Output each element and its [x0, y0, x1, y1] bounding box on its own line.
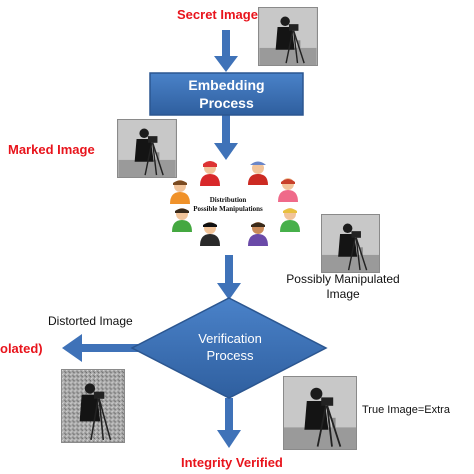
person-icon-red [198, 160, 222, 186]
arrow-distribution-to-verification [217, 255, 241, 300]
cameraman-image [322, 215, 379, 272]
secret-image-photo [259, 8, 317, 65]
verification-label-line2: Process [160, 347, 300, 364]
person-icon-brown-hat [246, 159, 270, 185]
verification-process-label: Verification Process [160, 330, 300, 364]
cameraman-image [259, 8, 317, 65]
cameraman-image [118, 120, 176, 177]
possibly-manipulated-line1: Possibly Manipulated [272, 272, 414, 287]
possibly-manipulated-label: Possibly Manipulated Image [272, 272, 414, 302]
marked-image-photo [118, 120, 176, 177]
true-image-photo [284, 377, 356, 449]
isolated-label: olated) [0, 341, 43, 356]
embedding-process-label: Embedding Process [150, 76, 303, 112]
possibly-manipulated-photo [322, 215, 379, 272]
arrow-verification-to-integrity [217, 398, 241, 448]
person-icon-green-right [278, 206, 302, 232]
distorted-image-photo [62, 370, 124, 442]
verification-label-line1: Verification [160, 330, 300, 347]
cameraman-noisy-image [62, 370, 124, 442]
person-icon-purple [246, 220, 270, 246]
marked-image-label: Marked Image [8, 142, 95, 157]
arrow-embedding-to-distribution [214, 115, 238, 160]
person-icon-pink [276, 176, 300, 202]
arrow-secret-to-embedding [214, 30, 238, 72]
embedding-label-line1: Embedding [150, 76, 303, 94]
distribution-label: Distribution Possible Manipulations [180, 196, 276, 214]
person-icon-dark [198, 220, 222, 246]
possibly-manipulated-line2: Image [272, 287, 414, 302]
integrity-verified-label: Integrity Verified [181, 455, 283, 470]
cameraman-image [284, 377, 356, 449]
distribution-label-line1: Distribution [180, 196, 276, 205]
secret-image-label: Secret Image [177, 7, 258, 22]
distorted-image-label: Distorted Image [48, 314, 133, 328]
embedding-label-line2: Process [150, 94, 303, 112]
true-image-label: True Image=Extra [362, 404, 450, 416]
distribution-label-line2: Possible Manipulations [180, 205, 276, 214]
